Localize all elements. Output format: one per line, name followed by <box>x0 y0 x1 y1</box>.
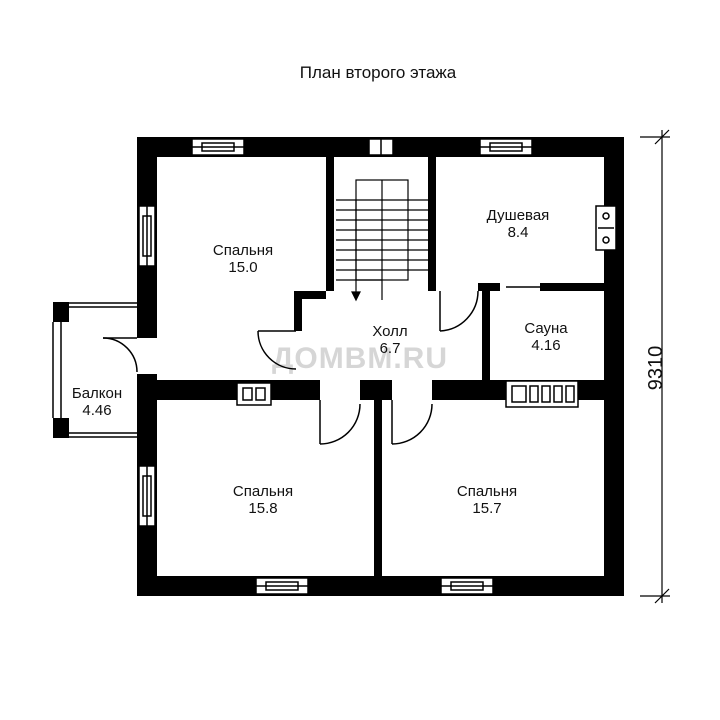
room-area: 6.7 <box>380 340 401 357</box>
room-name: Душевая <box>487 207 550 224</box>
room-name: Спальня <box>457 483 517 500</box>
wall-shower-bottom-b <box>540 283 604 291</box>
balcony-post-top <box>53 302 69 322</box>
plan-title: План второго этажа <box>300 63 457 82</box>
room-name: Холл <box>372 323 407 340</box>
room-sauna: Сауна 4.16 <box>524 320 568 354</box>
dimension-line <box>640 129 670 604</box>
stair-steps-left <box>336 199 382 281</box>
window-bottom-left <box>255 577 309 595</box>
watermark: ДОМВМ.RU <box>272 342 448 375</box>
door-bedroom-left <box>319 400 361 445</box>
balcony <box>52 302 137 438</box>
room-area: 15.0 <box>228 259 257 276</box>
room-name: Спальня <box>213 242 273 259</box>
dimension-value: 9310 <box>645 346 667 391</box>
room-balcony: Балкон 4.46 <box>72 385 122 419</box>
doors <box>102 286 540 445</box>
sauna-stove <box>505 380 579 408</box>
room-area: 15.8 <box>248 500 277 517</box>
window-left-top <box>138 205 156 267</box>
room-area: 8.4 <box>508 224 529 241</box>
room-bedroom-left: Спальня 15.8 <box>233 483 293 517</box>
room-shower: Душевая 8.4 <box>487 207 550 241</box>
stair-steps-right <box>382 199 428 271</box>
room-area: 15.7 <box>472 500 501 517</box>
door-bedroom-right <box>391 400 433 445</box>
stair-arrow <box>351 291 361 302</box>
staircase <box>336 179 428 302</box>
window-top-stairs <box>368 138 394 156</box>
window-top-shower <box>479 138 533 156</box>
wall-bedroom-top-right <box>326 157 334 291</box>
room-area: 4.16 <box>531 337 560 354</box>
window-top-left <box>191 138 245 156</box>
room-name: Сауна <box>524 320 568 337</box>
window-right-shower <box>595 205 617 251</box>
wall-shower-left <box>428 157 436 291</box>
windows <box>138 138 617 595</box>
room-name: Спальня <box>233 483 293 500</box>
door-balcony <box>102 337 138 373</box>
wall-bedrooms-divider <box>374 380 382 596</box>
vent-left <box>236 382 272 406</box>
wall-right <box>604 137 624 596</box>
window-bottom-right <box>440 577 494 595</box>
door-bedroom-top <box>257 330 297 370</box>
room-hall: Холл 6.7 <box>372 323 407 357</box>
balcony-post-bottom <box>53 418 69 438</box>
wall-hall-top-left <box>294 291 334 299</box>
room-bedroom-top: Спальня 15.0 <box>213 242 273 276</box>
wall-hall-left <box>294 291 302 331</box>
door-shower <box>439 290 479 332</box>
room-bedroom-right: Спальня 15.7 <box>457 483 517 517</box>
door-openings <box>137 283 478 400</box>
room-area: 4.46 <box>82 402 111 419</box>
vents <box>236 380 579 408</box>
window-left-bottom <box>138 465 156 527</box>
room-name: Балкон <box>72 385 122 402</box>
wall-sauna-left <box>482 291 490 380</box>
